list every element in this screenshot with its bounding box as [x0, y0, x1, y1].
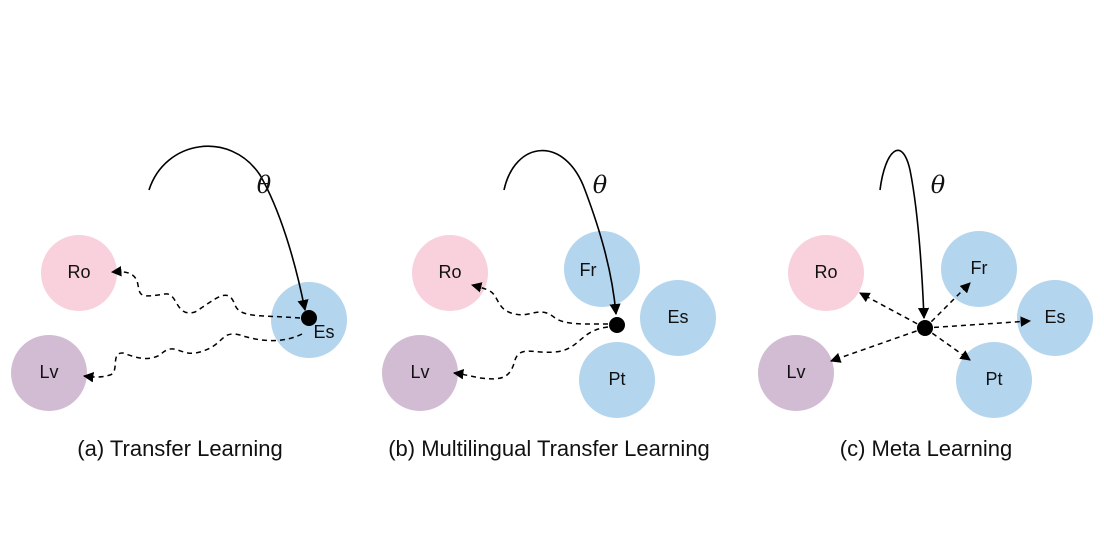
- caption-c: (c) Meta Learning: [840, 436, 1012, 461]
- path-to-ro: [470, 282, 609, 325]
- caption-b: (b) Multilingual Transfer Learning: [388, 436, 710, 461]
- label-ro: Ro: [814, 262, 837, 282]
- label-pt: Pt: [608, 369, 625, 389]
- label-fr: Fr: [580, 260, 597, 280]
- theta-arc: [148, 145, 309, 312]
- node-lv: [758, 335, 834, 411]
- label-ro: Ro: [67, 262, 90, 282]
- path-es-ro: [110, 266, 301, 319]
- arrow-to-es: [924, 316, 1032, 329]
- theta-point: [917, 320, 933, 336]
- node-pt: [956, 342, 1032, 418]
- arrow-to-pt: [924, 327, 971, 361]
- label-lv: Lv: [39, 362, 58, 382]
- caption-a: (a) Transfer Learning: [77, 436, 282, 461]
- node-fr: [564, 231, 640, 307]
- label-es: Es: [667, 307, 688, 327]
- node-ro: [412, 235, 488, 311]
- theta-point: [301, 310, 317, 326]
- label-ro: Ro: [438, 262, 461, 282]
- theta-label: θ: [931, 171, 946, 199]
- path-to-lv: [452, 326, 609, 380]
- arrow-to-lv: [830, 327, 926, 363]
- theta-label: θ: [593, 171, 608, 199]
- node-pt: [579, 342, 655, 418]
- arrow-to-fr: [924, 282, 971, 329]
- label-fr: Fr: [971, 258, 988, 278]
- theta-point: [609, 317, 625, 333]
- label-lv: Lv: [410, 362, 429, 382]
- panel-multilingual-transfer-learning: Ro Lv Fr Es Pt θ (b) Multilingual Transf…: [382, 149, 716, 461]
- node-es: [1017, 280, 1093, 356]
- theta-label: θ: [257, 171, 272, 199]
- panel-meta-learning: Ro Lv Fr Es Pt θ (c) Meta Learning: [758, 149, 1093, 461]
- label-pt: Pt: [985, 369, 1002, 389]
- node-ro: [788, 235, 864, 311]
- node-lv: [382, 335, 458, 411]
- label-es: Es: [1044, 307, 1065, 327]
- panel-transfer-learning: Ro Lv Es θ (a) Transfer Learning: [11, 145, 347, 461]
- node-ro: [41, 235, 117, 311]
- theta-arc: [503, 149, 621, 316]
- path-es-lv: [82, 333, 303, 383]
- label-es: Es: [313, 322, 334, 342]
- node-lv: [11, 335, 87, 411]
- arrow-to-ro: [859, 292, 926, 329]
- node-es: [640, 280, 716, 356]
- label-lv: Lv: [786, 362, 805, 382]
- theta-arc: [879, 149, 930, 320]
